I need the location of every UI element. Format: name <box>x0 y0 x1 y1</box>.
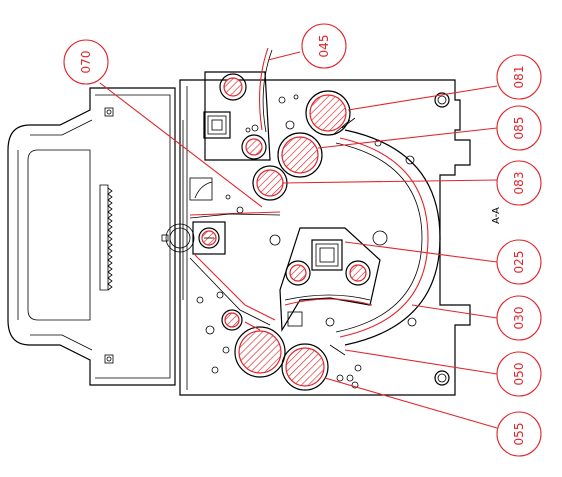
curved-guide <box>329 117 441 356</box>
callout-083: 083 <box>496 160 542 206</box>
section-label: A-A <box>491 207 502 224</box>
svg-text:085: 085 <box>512 117 526 140</box>
svg-text:050: 050 <box>512 363 526 386</box>
callout-050: 050 <box>496 351 542 397</box>
center-bracket <box>279 227 381 333</box>
svg-text:045: 045 <box>317 35 331 58</box>
left-bracket <box>189 211 281 326</box>
handle <box>7 87 176 386</box>
svg-text:081: 081 <box>512 66 526 89</box>
pinion-gear <box>161 223 195 253</box>
roller-055 <box>281 343 329 391</box>
callout-085: 085 <box>496 105 542 151</box>
callout-030: 030 <box>496 295 542 341</box>
upper-bracket <box>203 47 273 161</box>
svg-text:055: 055 <box>512 423 526 446</box>
main-plate <box>179 79 471 396</box>
svg-text:083: 083 <box>512 172 526 195</box>
roller-small-left <box>221 309 243 331</box>
plate-holes <box>196 94 417 389</box>
callout-025: 025 <box>496 239 542 285</box>
roller-050 <box>234 326 286 378</box>
gear-rack <box>99 184 113 291</box>
roller-083 <box>252 165 288 201</box>
callout-045: 045 <box>301 23 347 69</box>
callout-055: 055 <box>496 411 542 457</box>
svg-text:070: 070 <box>79 51 93 74</box>
leader-lines <box>99 51 498 429</box>
svg-text:030: 030 <box>512 307 526 330</box>
roller-085 <box>277 132 323 178</box>
callout-070: 070 <box>63 39 109 85</box>
svg-text:025: 025 <box>512 251 526 274</box>
callout-081: 081 <box>496 54 542 100</box>
roller-081 <box>305 90 351 136</box>
